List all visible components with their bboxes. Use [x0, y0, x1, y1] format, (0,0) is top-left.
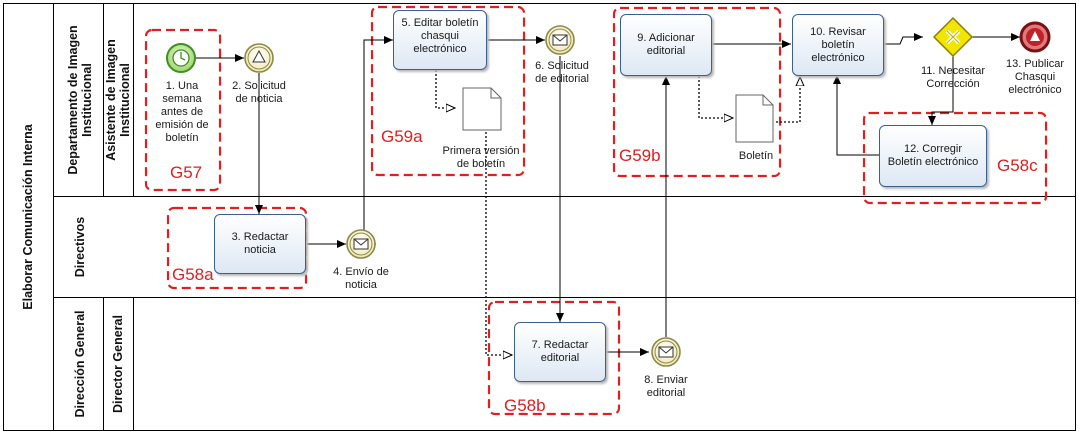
task-redactar-editorial[interactable]: 7. Redactar editorial [514, 322, 606, 382]
group-tag-g58a: G58a [172, 265, 214, 284]
group-tag-g59a: G59a [381, 127, 423, 146]
document-label-primera: Primera versión de boletín [442, 145, 520, 170]
message-event-6-icon [545, 25, 575, 55]
lane-label-direccion: Dirección General [73, 310, 87, 418]
group-g57 [144, 28, 222, 192]
group-tag-g58b: G58b [504, 396, 546, 415]
task-redactar-noticia[interactable]: 3. Redactar noticia [214, 214, 306, 274]
task-editar-boletin[interactable]: 5. Editar boletín chasqui electrónico [393, 10, 487, 70]
signal-event-icon [244, 43, 274, 73]
task-revisar-boletin[interactable]: 10. Revisar boletín electrónico [792, 14, 884, 76]
group-g58b [487, 300, 621, 416]
document-primera-icon [462, 87, 502, 131]
event-label-4: 4. Envío de noticia [333, 266, 389, 291]
group-boxes [144, 5, 1048, 416]
lane-label-directivos: Directivos [73, 216, 87, 278]
lane-label-imagen: Departamento de Imagen Institucional [66, 25, 94, 175]
message-event-4-icon [346, 229, 376, 259]
group-g58a [166, 206, 308, 290]
event-label-2: 2. Solicitud de noticia [232, 80, 286, 105]
event-label-8: 8. Enviar editorial [644, 374, 688, 399]
group-tag-g59b: G59b [619, 146, 661, 165]
message-event-8-icon [651, 337, 681, 367]
document-label-boletin: Boletín [738, 150, 774, 162]
data-associations [435, 70, 800, 355]
event-label-6: 6. Solicitud de editorial [535, 60, 589, 85]
sublane-label-asistente: Asistente de Imagen Institucional [104, 39, 132, 161]
group-g58c [862, 111, 1048, 205]
document-boletin-icon [735, 94, 774, 143]
group-tag-g58c: G58c [997, 156, 1038, 175]
group-g59a [370, 5, 526, 177]
sequence-flows [196, 33, 1020, 356]
group-g59b [612, 6, 782, 178]
group-tag-g57: G57 [170, 163, 203, 182]
task-corregir-boletin[interactable]: 12. Corregir Boletín electrónico [879, 125, 987, 187]
start-event-icon [166, 43, 196, 73]
event-label-1: 1. Una semana antes de emisión de boletí… [155, 80, 209, 144]
gateway-label-11: 11. Necesitar Corrección [921, 65, 985, 90]
sublane-label-director: Director General [111, 315, 125, 413]
end-event-icon [1019, 21, 1051, 53]
exclusive-gateway-icon [932, 16, 974, 58]
event-label-13: 13. Publicar Chasqui electrónico [1005, 58, 1065, 96]
task-adicionar-editorial[interactable]: 9. Adicionar editorial [620, 14, 712, 76]
pool-label: Elaborar Comunicación Interna [21, 124, 35, 310]
